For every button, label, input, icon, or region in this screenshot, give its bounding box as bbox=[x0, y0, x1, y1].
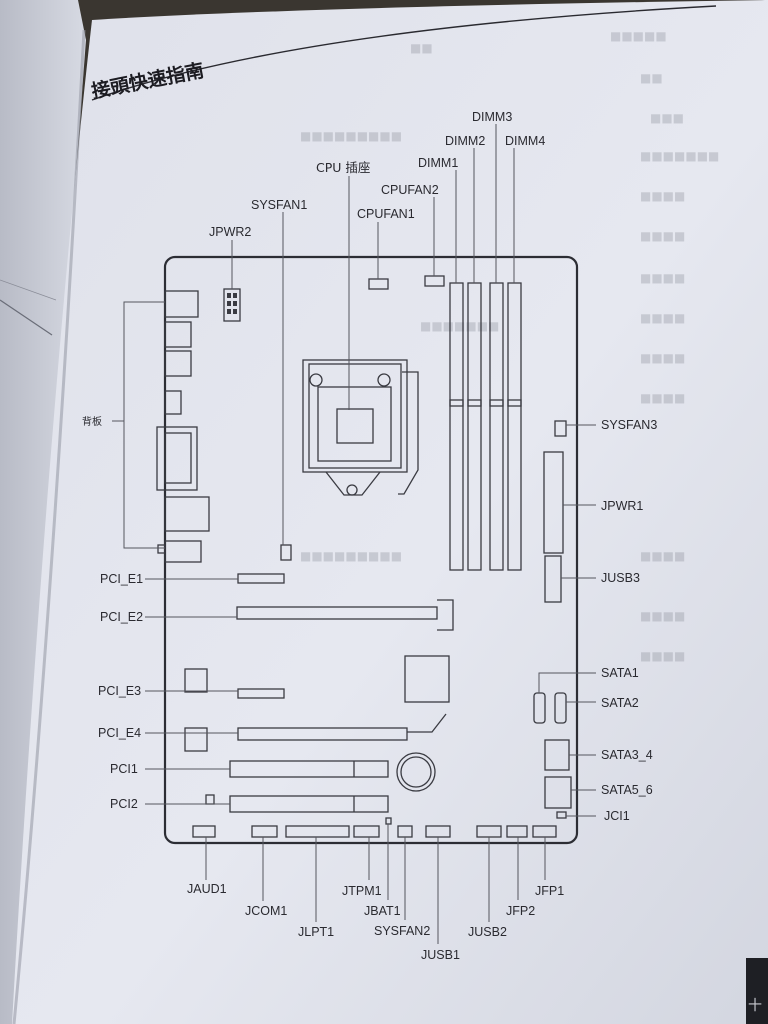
label-pci1: PCI1 bbox=[110, 762, 138, 776]
sysfan1-header bbox=[280, 544, 292, 561]
label-jpwr1: JPWR1 bbox=[601, 499, 643, 513]
label-pci-e4: PCI_E4 bbox=[98, 726, 141, 740]
label-pci-e3: PCI_E3 bbox=[98, 684, 141, 698]
label-dimm4: DIMM4 bbox=[505, 134, 545, 148]
svg-text:■■■■: ■■■■ bbox=[640, 391, 685, 405]
header-rule bbox=[91, 5, 717, 101]
label-jcom1: JCOM1 bbox=[245, 904, 287, 918]
bottom-headers bbox=[192, 817, 557, 838]
svg-text:■■■■■■■■■: ■■■■■■■■■ bbox=[300, 129, 402, 143]
svg-text:■■■■: ■■■■ bbox=[640, 549, 685, 563]
svg-text:■■■■■■■■■: ■■■■■■■■■ bbox=[300, 549, 402, 563]
label-sysfan3: SYSFAN3 bbox=[601, 418, 657, 432]
page-tab-glyph: 十 bbox=[748, 998, 762, 1014]
label-pci-e1: PCI_E1 bbox=[100, 572, 143, 586]
label-jci1: JCI1 bbox=[604, 809, 630, 823]
label-sata3-4: SATA3_4 bbox=[601, 748, 653, 762]
leader-lines bbox=[112, 124, 596, 944]
cpu-socket bbox=[302, 359, 419, 496]
svg-text:■■■■: ■■■■ bbox=[640, 271, 685, 285]
svg-text:■■■■■: ■■■■■ bbox=[610, 29, 667, 43]
ic-chip bbox=[184, 668, 208, 693]
label-jpwr2: JPWR2 bbox=[209, 225, 251, 239]
label-dimm1: DIMM1 bbox=[418, 156, 458, 170]
label-pci2: PCI2 bbox=[110, 797, 138, 811]
label-jfp2: JFP2 bbox=[506, 904, 535, 918]
chipset bbox=[404, 655, 450, 703]
label-jfp1: JFP1 bbox=[535, 884, 564, 898]
label-jlpt1: JLPT1 bbox=[298, 925, 334, 939]
label-sata5-6: SATA5_6 bbox=[601, 783, 653, 797]
page-edge bbox=[0, 299, 53, 336]
svg-text:■■■■■■■: ■■■■■■■ bbox=[420, 319, 499, 333]
label-jusb2: JUSB2 bbox=[468, 925, 507, 939]
svg-text:■■■■: ■■■■ bbox=[640, 229, 685, 243]
motherboard-diagram: JPWR2 SYSFAN1 CPU 插座 CPUFAN1 CPUFAN2 DIM… bbox=[82, 110, 657, 962]
label-sata2: SATA2 bbox=[601, 696, 639, 710]
label-pci-e2: PCI_E2 bbox=[100, 610, 143, 624]
sysfan3-header bbox=[554, 420, 567, 437]
label-cpufan1: CPUFAN1 bbox=[357, 207, 415, 221]
cmos-battery bbox=[396, 752, 436, 792]
label-cpufan2: CPUFAN2 bbox=[381, 183, 439, 197]
label-sysfan2: SYSFAN2 bbox=[374, 924, 430, 938]
svg-text:■■■: ■■■ bbox=[650, 111, 684, 125]
label-sysfan1: SYSFAN1 bbox=[251, 198, 307, 212]
label-jbat1: JBAT1 bbox=[364, 904, 401, 918]
jusb3-header bbox=[544, 555, 562, 603]
connector-labels: JPWR2 SYSFAN1 CPU 插座 CPUFAN1 CPUFAN2 DIM… bbox=[82, 110, 657, 962]
label-sata1: SATA1 bbox=[601, 666, 639, 680]
label-dimm2: DIMM2 bbox=[445, 134, 485, 148]
back-panel-io bbox=[156, 290, 210, 563]
label-cpu-socket: CPU 插座 bbox=[316, 160, 370, 175]
page-gutter bbox=[12, 29, 86, 1024]
page-edge bbox=[0, 279, 57, 301]
svg-text:■■■■: ■■■■ bbox=[640, 311, 685, 325]
left-page bbox=[0, 0, 86, 1024]
page-corner-tab bbox=[746, 958, 768, 1024]
svg-text:■■■■: ■■■■ bbox=[640, 189, 685, 203]
svg-text:■■: ■■ bbox=[640, 71, 663, 85]
label-backpanel: 背板 bbox=[82, 415, 102, 428]
label-jusb3: JUSB3 bbox=[601, 571, 640, 585]
svg-text:■■■■: ■■■■ bbox=[640, 609, 685, 623]
ic-chip bbox=[184, 727, 208, 752]
svg-text:■■■■: ■■■■ bbox=[640, 351, 685, 365]
svg-text:■■■■: ■■■■ bbox=[640, 649, 685, 663]
label-jusb1: JUSB1 bbox=[421, 948, 460, 962]
label-jtpm1: JTPM1 bbox=[342, 884, 382, 898]
label-dimm3: DIMM3 bbox=[472, 110, 512, 124]
bleed-through-text: ■■■■■ ■■ ■■ ■■■ ■■■■■■■ ■■■■ ■■■■ ■■■■ ■… bbox=[300, 29, 719, 663]
label-jaud1: JAUD1 bbox=[187, 882, 227, 896]
svg-text:■■■■■■■: ■■■■■■■ bbox=[640, 149, 719, 163]
jpwr1-connector bbox=[543, 451, 564, 554]
svg-text:■■: ■■ bbox=[410, 41, 433, 55]
